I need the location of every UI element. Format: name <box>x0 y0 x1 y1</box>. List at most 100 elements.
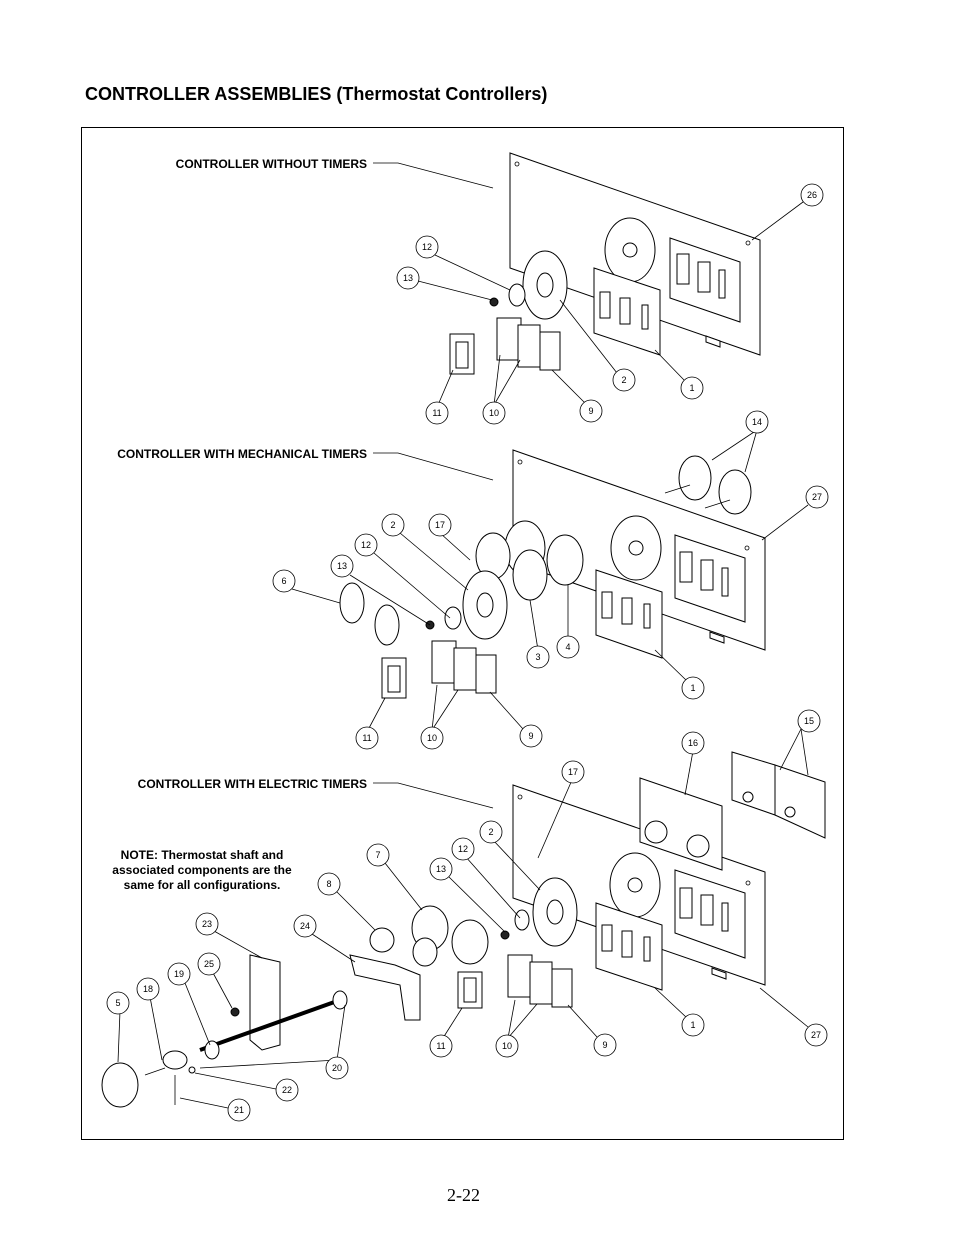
dial-plate-elec <box>532 877 578 947</box>
section-label-elec-timers: CONTROLLER WITH ELECTRIC TIMERS <box>138 777 367 791</box>
callout-25: 25 <box>197 952 221 976</box>
svg-text:17: 17 <box>435 520 445 530</box>
callout-13: 13 <box>396 266 420 290</box>
callout-23: 23 <box>195 912 219 936</box>
svg-text:15: 15 <box>804 716 814 726</box>
callout-9: 9 <box>519 724 543 748</box>
callout-21: 21 <box>227 1098 251 1122</box>
callout-2: 2 <box>381 513 405 537</box>
svg-text:11: 11 <box>362 733 371 743</box>
svg-text:13: 13 <box>403 273 413 283</box>
svg-text:13: 13 <box>337 561 347 571</box>
svg-text:14: 14 <box>752 417 762 427</box>
svg-text:10: 10 <box>502 1041 512 1051</box>
callout-10: 10 <box>420 726 444 750</box>
svg-text:24: 24 <box>300 921 310 931</box>
callout-14: 14 <box>745 410 769 434</box>
svg-text:2: 2 <box>390 520 395 530</box>
callout-20: 20 <box>325 1056 349 1080</box>
callout-11: 11 <box>355 726 379 750</box>
svg-text:17: 17 <box>568 767 578 777</box>
switches-no-timers <box>449 317 561 375</box>
svg-text:23: 23 <box>202 919 212 929</box>
svg-text:2: 2 <box>488 827 493 837</box>
callout-1: 1 <box>680 376 704 400</box>
callout-10: 10 <box>482 401 506 425</box>
callout-9: 9 <box>593 1033 617 1057</box>
switches-mech <box>381 640 497 699</box>
svg-text:13: 13 <box>436 864 446 874</box>
knob-parts-mech <box>339 582 462 646</box>
callout-15: 15 <box>797 709 821 733</box>
callout-27: 27 <box>805 485 829 509</box>
svg-text:21: 21 <box>234 1105 244 1115</box>
callout-18: 18 <box>136 977 160 1001</box>
knob-parts-elec <box>369 905 530 967</box>
page-title: CONTROLLER ASSEMBLIES (Thermostat Contro… <box>85 84 548 104</box>
callout-leaders <box>117 201 809 1109</box>
panel-no-timers <box>509 152 761 356</box>
callout-12: 12 <box>354 533 378 557</box>
callout-9: 9 <box>579 399 603 423</box>
svg-text:4: 4 <box>565 642 570 652</box>
callout-26: 26 <box>800 183 824 207</box>
callout-12: 12 <box>451 837 475 861</box>
callout-13: 13 <box>429 857 453 881</box>
callout-13: 13 <box>330 554 354 578</box>
callout-16: 16 <box>681 731 705 755</box>
svg-text:20: 20 <box>332 1063 342 1073</box>
svg-text:16: 16 <box>688 738 698 748</box>
callout-8: 8 <box>317 872 341 896</box>
svg-text:27: 27 <box>812 492 822 502</box>
section-leaders <box>373 162 494 809</box>
callout-11: 11 <box>429 1034 453 1058</box>
svg-text:1: 1 <box>690 683 695 693</box>
configuration-note: NOTE: Thermostat shaft and associated co… <box>97 848 307 893</box>
thermostat-shaft-assembly <box>101 954 421 1108</box>
svg-text:10: 10 <box>427 733 437 743</box>
svg-text:5: 5 <box>115 998 120 1008</box>
callout-27: 27 <box>804 1023 828 1047</box>
callout-3: 3 <box>526 645 550 669</box>
section-label-mech-timers: CONTROLLER WITH MECHANICAL TIMERS <box>117 447 367 461</box>
callout-22: 22 <box>275 1078 299 1102</box>
electric-timers <box>731 751 826 839</box>
svg-text:27: 27 <box>811 1030 821 1040</box>
panel-mech-timers <box>512 449 766 659</box>
callout-17: 17 <box>428 513 452 537</box>
svg-text:26: 26 <box>807 190 817 200</box>
knob-parts-no-timers <box>489 283 526 307</box>
callout-10: 10 <box>495 1034 519 1058</box>
callout-11: 11 <box>425 401 449 425</box>
callout-5: 5 <box>106 991 130 1015</box>
svg-text:3: 3 <box>535 652 540 662</box>
note-line: same for all configurations. <box>123 878 281 892</box>
svg-text:11: 11 <box>436 1041 445 1051</box>
svg-text:11: 11 <box>432 408 441 418</box>
switches-elec <box>457 954 573 1009</box>
svg-text:1: 1 <box>690 1020 695 1030</box>
svg-text:6: 6 <box>281 576 286 586</box>
dial-plate-no-timers <box>522 250 568 320</box>
diagram-frame <box>81 127 844 1140</box>
callout-1: 1 <box>681 676 705 700</box>
note-line: NOTE: Thermostat shaft and <box>120 848 284 862</box>
callout-7: 7 <box>366 843 390 867</box>
callout-2: 2 <box>479 820 503 844</box>
svg-text:12: 12 <box>458 844 468 854</box>
callout-19: 19 <box>167 962 191 986</box>
svg-text:2: 2 <box>621 375 626 385</box>
svg-text:19: 19 <box>174 969 184 979</box>
svg-text:9: 9 <box>588 406 593 416</box>
callout-4: 4 <box>556 635 580 659</box>
svg-text:25: 25 <box>204 959 214 969</box>
callout-6: 6 <box>272 569 296 593</box>
callout-12: 12 <box>415 235 439 259</box>
section-label-no-timers: CONTROLLER WITHOUT TIMERS <box>176 157 367 171</box>
svg-text:10: 10 <box>489 408 499 418</box>
svg-text:7: 7 <box>375 850 380 860</box>
callout-24: 24 <box>293 914 317 938</box>
timer-bezel-plate <box>639 777 723 871</box>
panel-elec-timers <box>512 784 766 991</box>
